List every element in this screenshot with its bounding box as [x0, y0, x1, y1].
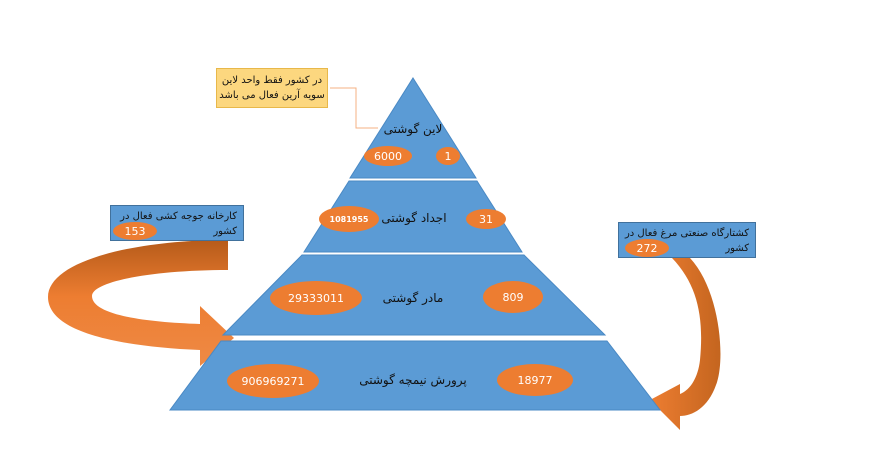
tier-1-right-value: 1: [445, 150, 452, 163]
pyramid-tier-3: [221, 254, 607, 336]
tier-1-left-value: 6000: [374, 150, 402, 163]
hatchery-count: 153: [125, 225, 146, 238]
tier-2-left-value: 1081955: [330, 215, 369, 224]
note-line-1: در کشور فقط واحد لاین: [221, 75, 323, 86]
tier-4-label: پرورش نیمچه گوشتی: [359, 373, 467, 388]
tier-4-right-value: 18977: [518, 374, 553, 387]
tier-4-left-oval: [227, 364, 319, 398]
tier-2-label: اجداد گوشتی: [381, 211, 446, 226]
pyramid-tier-2: [303, 180, 523, 253]
slaughterhouse-line-2: کشور: [725, 243, 749, 254]
note-callout: در کشور فقط واحد لاین سویه آرین فعال می …: [216, 68, 328, 108]
hatchery-count-badge: 153: [113, 222, 157, 240]
hatchery-line-2: کشور: [213, 226, 237, 237]
tier-2-right-oval: [466, 209, 506, 229]
note-leader-line: [330, 87, 378, 129]
tier-2-left-oval: [319, 206, 379, 232]
slaughterhouse-line-1: کشتارگاه صنعتی مرغ فعال در: [624, 228, 749, 239]
tier-2-right-value: 31: [479, 213, 493, 226]
slaughterhouse-count: 272: [637, 242, 658, 255]
note-line-2: سویه آرین فعال می باشد: [219, 90, 325, 101]
tier-3-right-oval: [483, 281, 543, 313]
tier-4-left-value: 906969271: [242, 375, 305, 388]
tier-4-right-oval: [497, 364, 573, 396]
slaughterhouse-count-badge: 272: [625, 239, 669, 257]
tier-3-left-value: 29333011: [288, 292, 344, 305]
hatchery-line-1: کارخانه جوجه کشی فعال در: [120, 211, 237, 222]
tier-1-right-oval: [436, 147, 460, 165]
tier-1-label: لاین گوشتی: [384, 122, 443, 137]
right-curved-arrow: [650, 258, 721, 430]
tier-3-left-oval: [270, 281, 362, 315]
tier-3-label: مادر گوشتی: [383, 291, 444, 306]
left-curved-arrow: [48, 240, 234, 366]
tier-3-right-value: 809: [503, 291, 524, 304]
tier-1-left-oval: [364, 146, 412, 166]
